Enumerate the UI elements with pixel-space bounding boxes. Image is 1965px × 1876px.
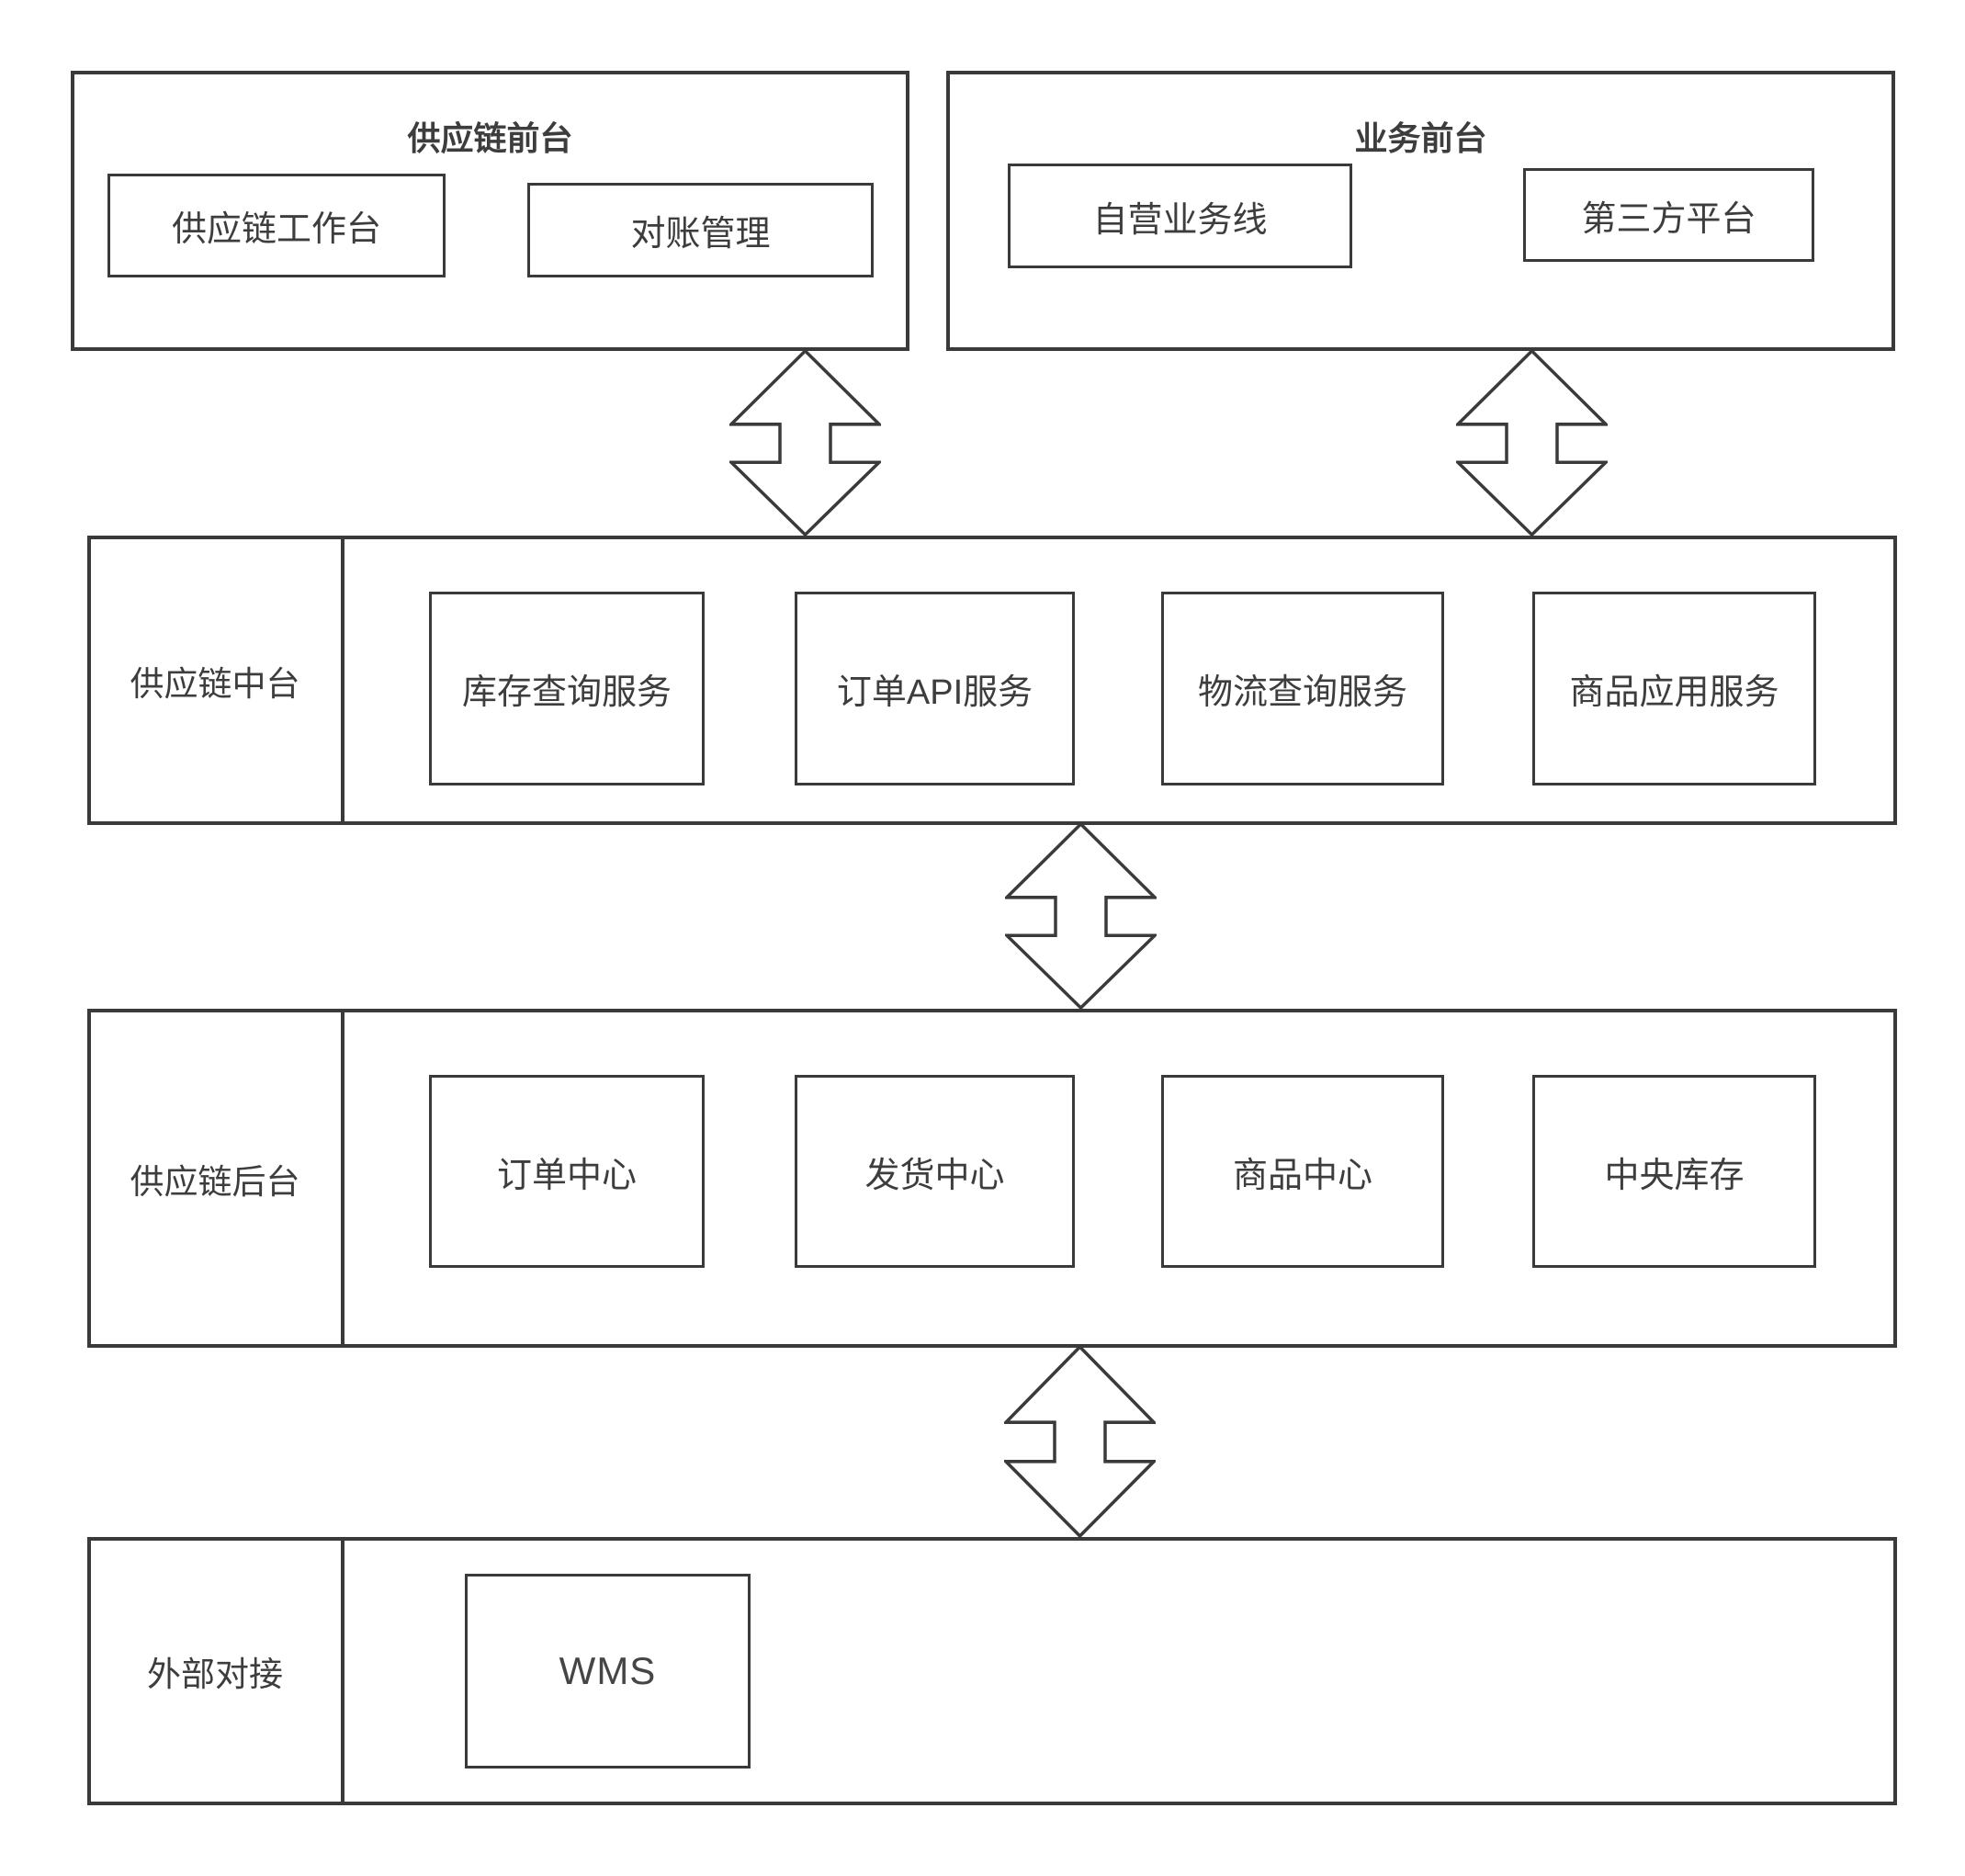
band-label-divider	[341, 536, 344, 825]
band-label-supply-chain-backend: 供应链后台	[130, 1162, 300, 1201]
node-order-center: 订单中心	[429, 1075, 705, 1268]
group-title-supply-chain-front: 供应链前台	[407, 119, 573, 157]
double-arrow-vertical-icon	[729, 350, 881, 536]
node-product-application-service: 商品应用服务	[1532, 592, 1816, 785]
node-inventory-query-service: 库存查询服务	[429, 592, 705, 785]
node-reconciliation-management: 对账管理	[527, 183, 874, 277]
node-wms: WMS	[465, 1574, 751, 1769]
node-product-center: 商品中心	[1161, 1075, 1444, 1268]
node-logistics-query-service: 物流查询服务	[1161, 592, 1444, 785]
double-arrow-vertical-icon	[1005, 823, 1157, 1009]
node-central-inventory: 中央库存	[1532, 1075, 1816, 1268]
node-order-api-service: 订单API服务	[795, 592, 1075, 785]
band-label-divider	[341, 1537, 344, 1805]
node-third-party-platform: 第三方平台	[1523, 168, 1814, 262]
band-label-divider	[341, 1009, 344, 1348]
node-self-operated-business-line: 自营业务线	[1008, 164, 1352, 268]
node-supply-chain-workbench: 供应链工作台	[107, 174, 446, 277]
double-arrow-vertical-icon	[1004, 1346, 1156, 1537]
double-arrow-vertical-icon	[1456, 350, 1608, 536]
group-title-business-front: 业务前台	[1354, 119, 1487, 157]
band-label-supply-chain-middle: 供应链中台	[130, 664, 300, 703]
band-external-integration	[87, 1537, 1897, 1805]
node-shipping-center: 发货中心	[795, 1075, 1075, 1268]
band-label-external-integration: 外部对接	[147, 1656, 283, 1693]
